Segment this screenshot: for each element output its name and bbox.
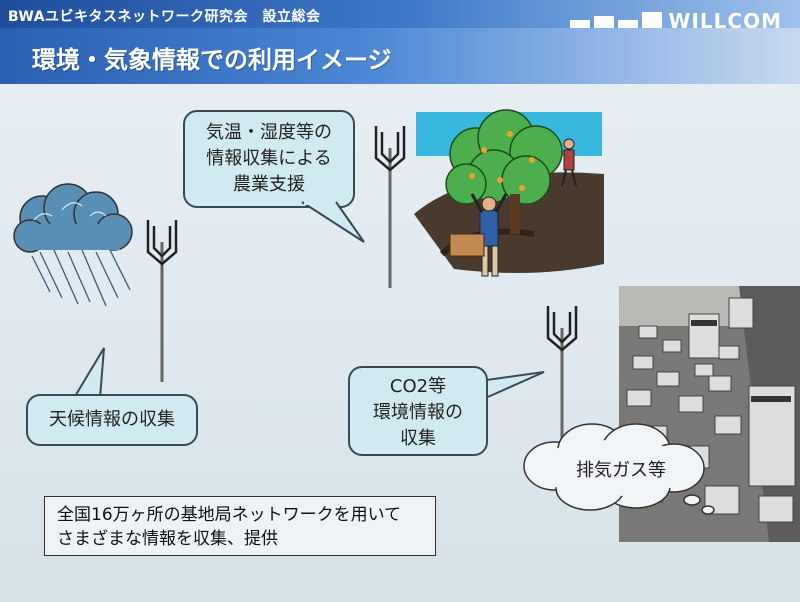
environment-info-bubble: CO2等 環境情報の 収集 — [348, 366, 488, 456]
bubble-tail — [60, 346, 110, 398]
note-line: さまざまな情報を収集、提供 — [57, 527, 423, 551]
bubble-line: 収集 — [350, 426, 486, 452]
bubble-tail — [300, 200, 370, 246]
slide-title: 環境・気象情報での利用イメージ — [32, 40, 392, 75]
bubble-line: 環境情報の — [350, 400, 486, 426]
summary-note: 全国16万ヶ所の基地局ネットワークを用いて さまざまな情報を収集、提供 — [44, 496, 436, 556]
rain-cloud-icon — [10, 180, 140, 320]
note-line: 全国16万ヶ所の基地局ネットワークを用いて — [57, 503, 423, 527]
slide-header: BWAユビキタスネットワーク研究会 設立総会 WILLCOM 環境・気象情報での… — [0, 0, 800, 84]
willcom-logo: WILLCOM — [570, 10, 782, 32]
willcom-logo-mark-icon — [570, 12, 662, 30]
farming-illustration-icon — [414, 104, 604, 284]
bubble-line: 情報収集による — [185, 146, 353, 172]
weather-info-bubble: 天候情報の収集 — [26, 394, 198, 446]
logo-text: WILLCOM — [668, 9, 782, 33]
bubble-line: CO2等 — [350, 374, 486, 400]
antenna-icon — [368, 118, 412, 290]
agriculture-support-bubble: 気温・湿度等の 情報収集による 農業支援 — [183, 110, 355, 208]
slide-subtitle: BWAユビキタスネットワーク研究会 設立総会 — [8, 6, 321, 26]
weather-bubble-text: 天候情報の収集 — [49, 409, 175, 430]
antenna-icon — [140, 212, 184, 384]
bubble-line: 気温・湿度等の — [185, 120, 353, 146]
exhaust-label: 排気ガス等 — [566, 456, 676, 482]
bubble-line: 農業支援 — [185, 172, 353, 198]
